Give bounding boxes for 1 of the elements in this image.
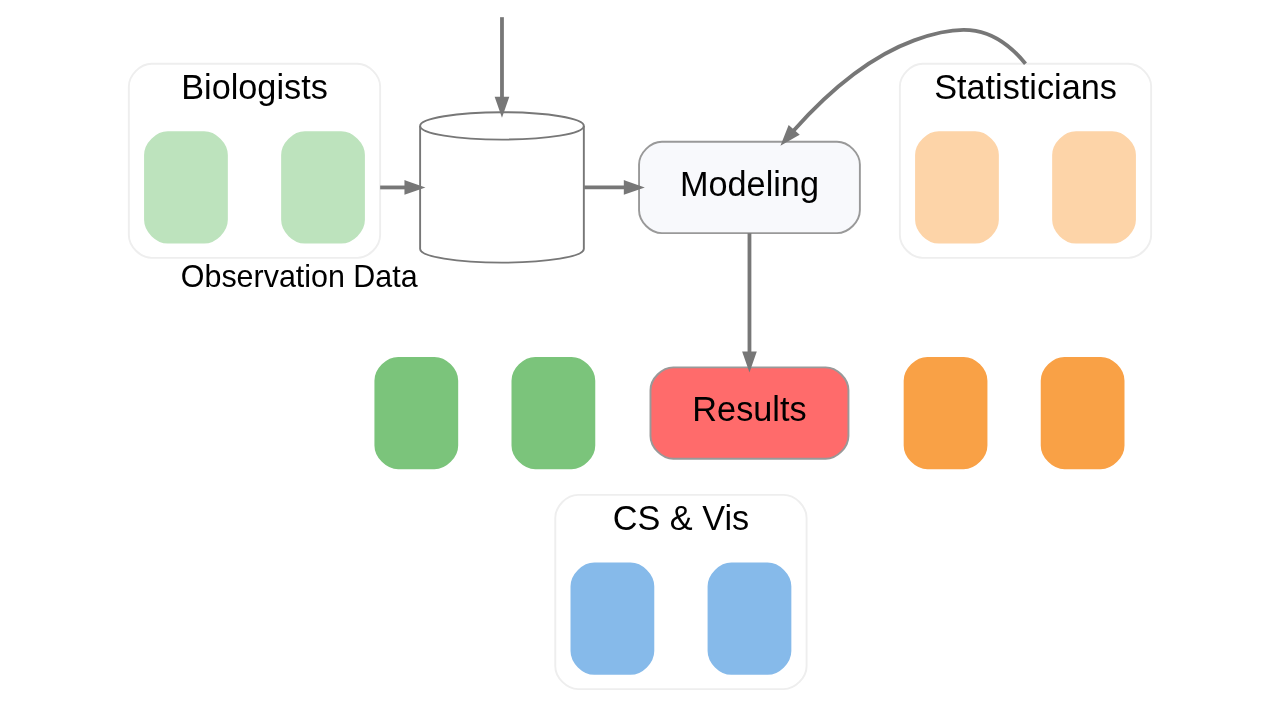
node-label: Observation Data [180,259,418,294]
